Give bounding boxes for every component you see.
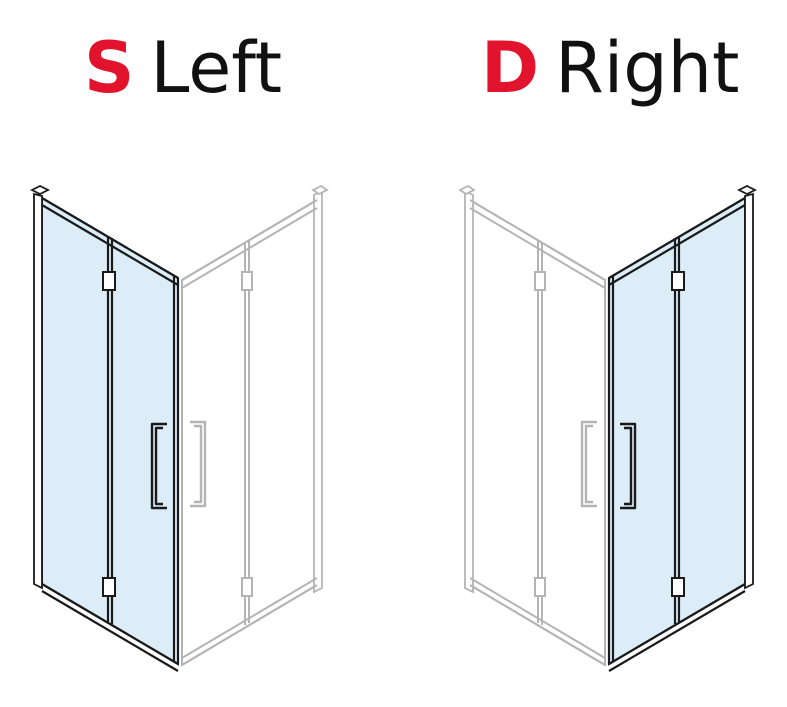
right-variant-code: D <box>481 27 540 109</box>
right-variant-word: Right <box>555 27 740 109</box>
left-variant-code: S <box>84 27 135 109</box>
left-variant-word: Left <box>150 27 283 109</box>
right-enclosure-front-panel <box>607 184 758 672</box>
left-enclosure-front-panel <box>29 184 180 672</box>
left-enclosure <box>29 184 329 672</box>
left-enclosure-back-panel <box>181 184 329 667</box>
right-enclosure-back-panel <box>458 184 606 667</box>
right-enclosure <box>458 184 758 672</box>
